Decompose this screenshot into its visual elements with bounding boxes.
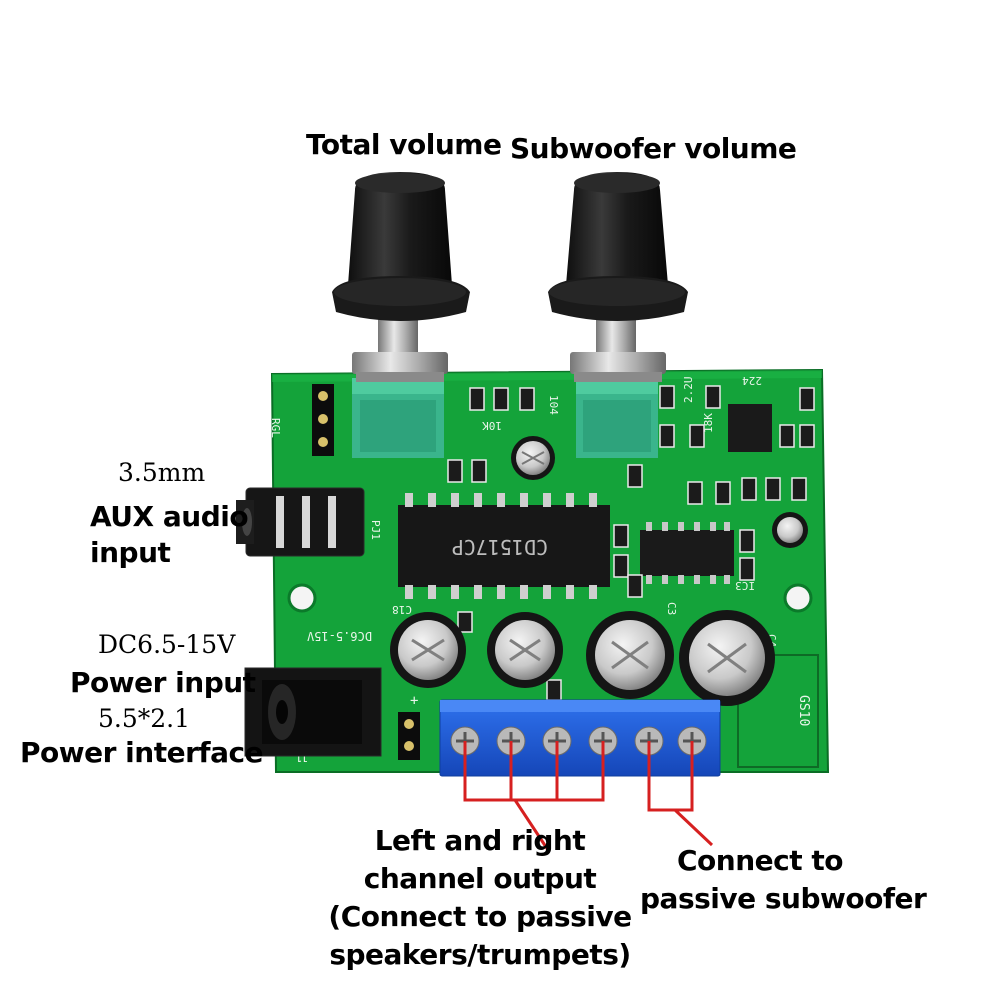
capacitor-c4 [679,610,775,706]
label-lr-line2: channel output [363,862,597,895]
knob-total-volume [332,172,470,321]
silk-10k: 10K [482,419,502,432]
mounting-hole [287,583,317,613]
pot-total-body [352,378,444,458]
label-aux-line1: AUX audio [90,500,249,533]
rgl-header [312,384,334,456]
label-sub-line2: passive subwoofer [640,882,927,915]
ic-sop-lower [640,522,734,584]
svg-text:+: + [410,693,418,709]
silk-c18: C18 [392,603,412,616]
shaft-total [352,315,448,382]
main-ic-label: CD1517CP [452,535,548,559]
silk-rgl: RGL [269,418,282,438]
mounting-hole [783,583,813,613]
ic-sop-upper [728,404,772,452]
label-aux-line2: input [90,536,171,569]
label-power-input: Power input [70,666,256,699]
silk-2.2u: 2.2U [682,377,695,404]
label-power-interface: Power interface [20,736,264,769]
silk-224: 224 [742,374,762,387]
silk-dc: DC6.5-15V [307,629,372,643]
main-ic: CD1517CP [398,493,610,599]
shaft-sub [570,315,666,382]
aux-jack [236,487,365,557]
capacitor-c18 [390,612,466,688]
screw-terminal-block [439,699,721,777]
dc-power-jack [244,667,382,757]
label-subwoofer-volume: Subwoofer volume [510,132,797,165]
silk-c3: C3 [665,602,678,615]
capacitor-2 [487,612,563,688]
silk-104: 104 [547,395,560,415]
label-lr-line1: Left and right [374,824,586,857]
capacitor-c3 [586,611,674,699]
label-total-volume: Total volume [306,128,502,161]
label-lr-line3: (Connect to passive [328,900,632,933]
label-lr-line4: speakers/trumpets) [329,938,631,971]
pot-sub-body [576,378,658,458]
silk-pj1: PJ1 [369,520,382,540]
callout-lines-sub [647,741,714,847]
silk-18k: 18K [702,413,715,433]
silk-ic3: IC3 [735,579,755,592]
knob-subwoofer-volume [548,172,688,321]
label-dc-range: DC6.5-15V [98,630,236,659]
small-cap-top [511,436,555,480]
small-cap-right [772,512,808,548]
label-power-size: 5.5*2.1 [98,704,191,733]
callout-lines-lr [463,741,605,851]
label-aux-size: 3.5mm [118,458,206,487]
silk-gs10: GS10 [796,695,811,726]
label-sub-line1: Connect to [677,844,844,877]
